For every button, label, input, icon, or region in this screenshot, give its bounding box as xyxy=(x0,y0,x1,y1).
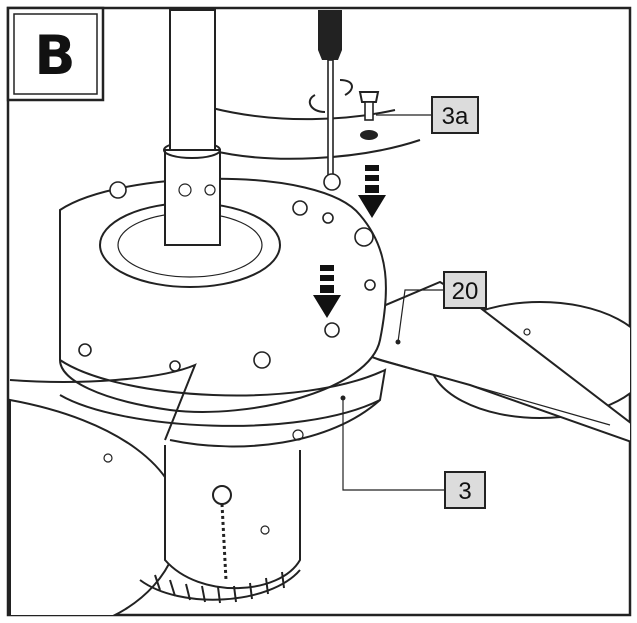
upper-housing-edge xyxy=(209,139,421,160)
motor-hole xyxy=(260,525,270,535)
motor-screw xyxy=(292,429,304,441)
left-blade-arm xyxy=(9,363,197,441)
leader-3 xyxy=(342,400,445,491)
washer-3a xyxy=(360,130,378,140)
hub-rim xyxy=(59,359,387,427)
hub-bolt-1 xyxy=(109,181,127,199)
hub-bolt-7 xyxy=(78,343,92,357)
arrow-right xyxy=(358,165,386,218)
hub-bolt-9 xyxy=(322,212,334,224)
blade-arm-edge xyxy=(329,344,611,426)
screw-head xyxy=(323,173,341,191)
screwdriver-handle xyxy=(318,10,342,60)
hub-bolt-8 xyxy=(169,360,181,372)
leader-20-a xyxy=(397,289,444,343)
upper-shaft xyxy=(169,9,216,151)
callout-3a: 3a xyxy=(431,96,479,134)
hub-bolt-3 xyxy=(354,227,374,247)
pull-chain xyxy=(220,503,228,581)
pull-chain-bolt xyxy=(212,485,232,505)
left-disc-hole xyxy=(103,453,113,463)
hub-lower-rim xyxy=(169,399,381,448)
screw-3a-thread xyxy=(364,101,374,121)
rotation-arrow-left xyxy=(308,94,326,113)
callout-3a-label: 3a xyxy=(442,103,469,130)
callout-20: 20 xyxy=(443,271,487,309)
shaft-hole-2 xyxy=(204,184,216,196)
callout-3: 3 xyxy=(444,471,486,509)
screwdriver-shaft xyxy=(327,59,334,179)
hub-bolt-2 xyxy=(292,200,308,216)
hub-bolt-6 xyxy=(253,351,271,369)
screw-3a-head xyxy=(358,91,380,103)
leader-3-dot xyxy=(340,395,346,401)
leader-20-dot xyxy=(395,339,401,345)
right-disc-hole-small xyxy=(523,328,531,336)
central-shaft xyxy=(164,149,221,246)
motor-housing xyxy=(164,445,301,590)
motor-base-ring xyxy=(139,569,301,601)
panel-letter: B xyxy=(34,24,75,87)
upper-housing-top xyxy=(211,107,396,121)
rotation-arrow-right xyxy=(339,79,353,96)
arrow-left xyxy=(313,265,341,318)
shaft-hole xyxy=(178,183,192,197)
illustration xyxy=(9,9,630,615)
callout-20-label: 20 xyxy=(452,278,479,305)
hub-bolt-5 xyxy=(364,279,376,291)
panel-letter-inner xyxy=(13,13,98,95)
callout-3-label: 3 xyxy=(458,478,471,505)
hub-plate xyxy=(59,177,387,413)
hub-bolt-4 xyxy=(324,322,340,338)
